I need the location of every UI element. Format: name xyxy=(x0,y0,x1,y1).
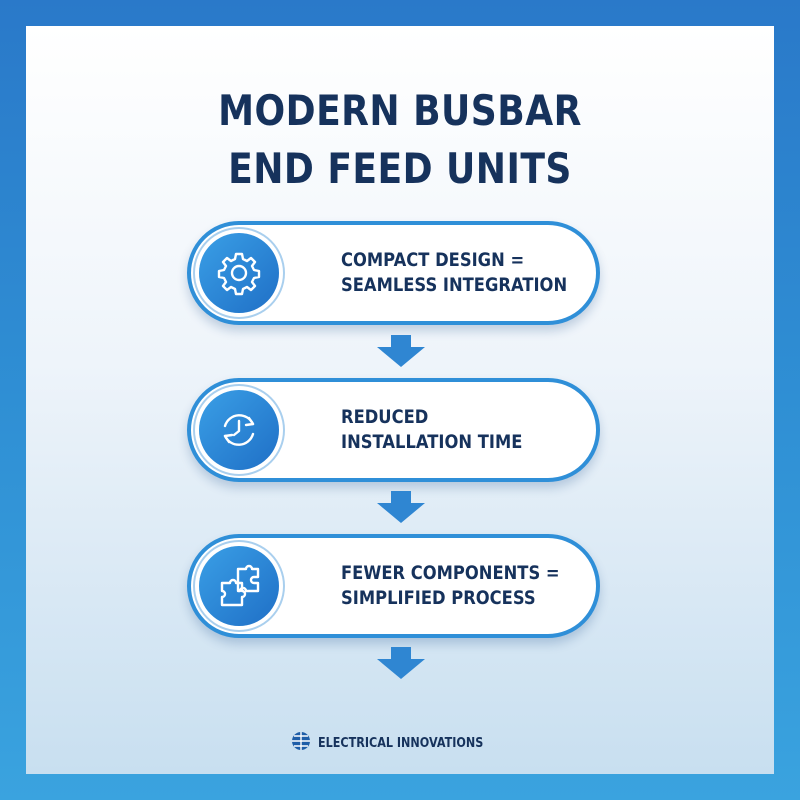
puzzle-icon xyxy=(199,546,279,626)
title-line-2: END FEED UNITS xyxy=(228,144,572,193)
gear-icon xyxy=(199,233,279,313)
step-label-line-2: INSTALLATION TIME xyxy=(341,431,523,453)
step-reduced-installation-time: REDUCED INSTALLATION TIME xyxy=(187,378,600,482)
step-label: FEWER COMPONENTS = SIMPLIFIED PROCESS xyxy=(341,538,560,634)
down-arrow-icon xyxy=(377,647,425,679)
page-title: MODERN BUSBAR END FEED UNITS xyxy=(78,82,721,198)
brand-name: ELECTRICAL INNOVATIONS xyxy=(317,736,484,751)
step-compact-design: COMPACT DESIGN = SEAMLESS INTEGRATION xyxy=(187,221,600,325)
step-label-line-2: SEAMLESS INTEGRATION xyxy=(341,274,568,296)
step-label: COMPACT DESIGN = SEAMLESS INTEGRATION xyxy=(341,225,567,321)
step-fewer-components: FEWER COMPONENTS = SIMPLIFIED PROCESS xyxy=(187,534,600,638)
grid-logo-icon xyxy=(290,730,312,757)
step-label-line-1: REDUCED xyxy=(341,406,429,428)
clock-cycle-icon xyxy=(199,390,279,470)
down-arrow-icon xyxy=(377,491,425,523)
title-line-1: MODERN BUSBAR xyxy=(218,86,582,135)
step-label-line-1: FEWER COMPONENTS = xyxy=(341,562,560,584)
step-label-line-2: SIMPLIFIED PROCESS xyxy=(341,587,536,609)
brand-footer: ELECTRICAL INNOVATIONS xyxy=(0,730,800,757)
step-label: REDUCED INSTALLATION TIME xyxy=(341,382,522,478)
down-arrow-icon xyxy=(377,335,425,367)
step-label-line-1: COMPACT DESIGN = xyxy=(341,249,525,271)
